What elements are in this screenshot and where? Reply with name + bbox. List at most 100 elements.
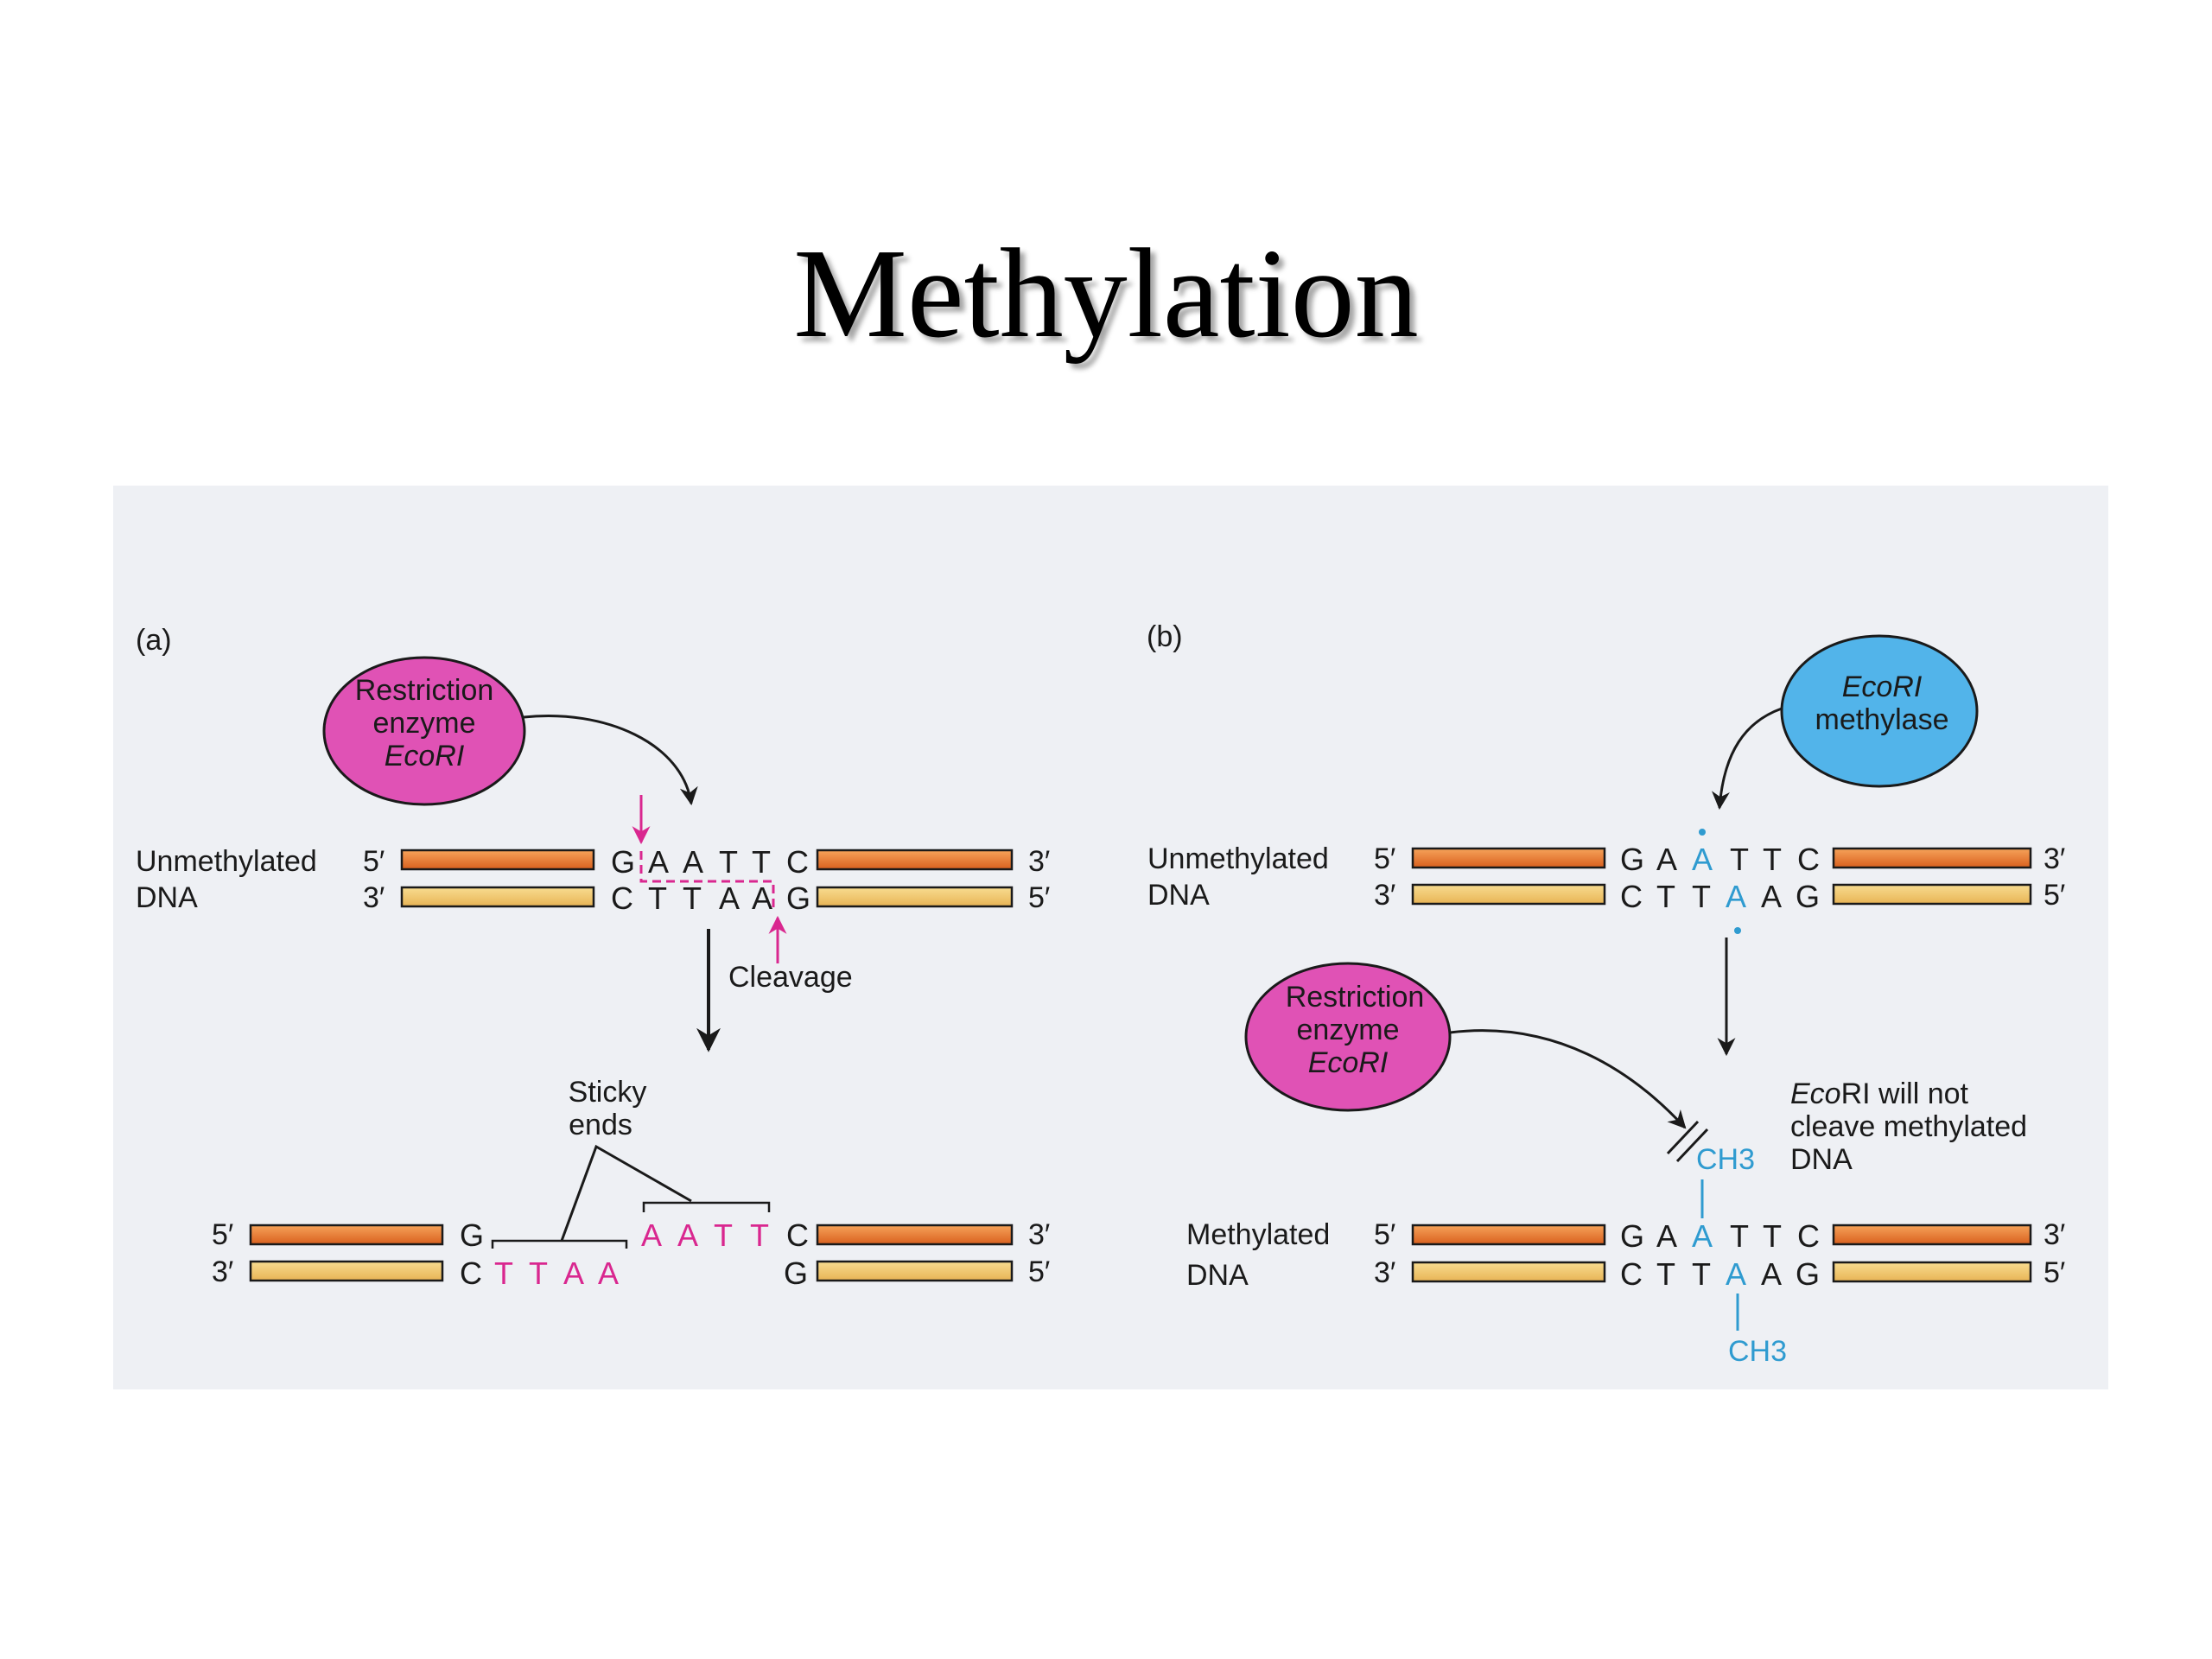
m-top-5prime: 5′ (1374, 1218, 1395, 1251)
cleavage-path (639, 851, 775, 912)
a-top-base-5: T (752, 844, 772, 880)
m-top-base-4: T (1730, 1218, 1750, 1254)
b-top-base-6: C (1797, 842, 1821, 877)
a-bottom-strand-left (400, 886, 595, 908)
a-top-strand-left (400, 849, 595, 871)
b-bottom-base-3: T (1692, 879, 1712, 914)
overhang-top-1: A (641, 1217, 663, 1253)
block-mark-2 (1675, 1128, 1709, 1163)
overhang-top-3: T (714, 1217, 734, 1253)
enzyme-b-arrow (1449, 1029, 1687, 1129)
b-bottom-base-5: A (1761, 879, 1783, 914)
dna-b-label-1: Unmethylated (1147, 842, 1329, 875)
page-title: Methylation (793, 223, 1419, 365)
a-top-3prime: 3′ (1028, 845, 1050, 878)
m-top-strand-right (1832, 1224, 2032, 1246)
prod-top-3prime: 3′ (1028, 1218, 1050, 1251)
m-top-base-2: A (1656, 1218, 1678, 1254)
b-top-strand-left (1411, 847, 1606, 869)
sticky-bracket-right (642, 1201, 771, 1212)
b-top-base-2: A (1656, 842, 1678, 877)
dna-a-label-1: Unmethylated (136, 845, 317, 878)
b-top-base-4: T (1730, 842, 1750, 877)
panel-a-label: (a) (136, 624, 172, 657)
b-top-base-5: T (1763, 842, 1783, 877)
a-bottom-base-4: A (719, 880, 741, 916)
cleavage-label: Cleavage (728, 961, 853, 994)
b-bottom-base-1: C (1620, 879, 1643, 914)
sticky-ends-line1: Sticky (569, 1076, 647, 1109)
a-bottom-5prime: 5′ (1028, 881, 1050, 914)
m-top-strand-left (1411, 1224, 1606, 1246)
m-bottom-base-4: A (1726, 1256, 1747, 1292)
figure-background (113, 486, 2108, 1389)
prod-top-right-base: C (786, 1217, 810, 1253)
a-top-strand-right (816, 849, 1014, 871)
enzyme-b-line3: EcoRI (1308, 1046, 1389, 1079)
sticky-ends-line2: ends (569, 1109, 632, 1141)
prod-bottom-right-base: G (784, 1255, 809, 1291)
m-bottom-base-6: G (1796, 1256, 1821, 1292)
block-mark-1 (1666, 1120, 1700, 1155)
a-bottom-sequence: C T T A A G (611, 880, 810, 916)
b-bottom-base-2: T (1656, 879, 1676, 914)
m-bottom-strand-left (1411, 1261, 1606, 1283)
b-bottom-5prime: 5′ (2044, 879, 2065, 912)
m-bottom-3prime: 3′ (1374, 1256, 1395, 1289)
prod-bottom-left-base: C (460, 1255, 483, 1291)
m-top-base-1: G (1620, 1218, 1645, 1254)
a-top-5prime: 5′ (363, 845, 385, 878)
m-top-sequence: G A A T T C (1620, 1218, 1820, 1254)
sticky-bracket-left (491, 1239, 628, 1249)
methylase-line2: methylase (1815, 703, 1949, 736)
prod-bottom-5prime: 5′ (1028, 1255, 1050, 1288)
m-bottom-base-3: T (1692, 1256, 1712, 1292)
a-top-base-6: C (786, 844, 810, 880)
m-bottom-base-2: T (1656, 1256, 1676, 1292)
overhang-top-2: A (677, 1217, 699, 1253)
prod-bottom-3prime: 3′ (212, 1255, 233, 1288)
a-top-base-3: A (683, 844, 704, 880)
dna-a-label-2: DNA (136, 881, 198, 914)
methylated-label-2: DNA (1186, 1259, 1249, 1292)
b-bottom-3prime: 3′ (1374, 879, 1395, 912)
a-bottom-3prime: 3′ (363, 881, 385, 914)
m-bottom-5prime: 5′ (2044, 1256, 2065, 1289)
b-top-sequence: G A A T T C (1620, 842, 1821, 877)
prod-bottom-strand-left (249, 1260, 444, 1282)
overhang-bottom-3: A (563, 1255, 585, 1291)
prod-top-strand-right (816, 1224, 1014, 1246)
enzyme-a-line2: enzyme (372, 707, 475, 740)
a-bottom-base-1: C (611, 880, 634, 916)
m-top-3prime: 3′ (2044, 1218, 2065, 1251)
b-top-base-3: A (1692, 842, 1713, 877)
methylated-label-1: Methylated (1186, 1218, 1330, 1251)
b-bottom-strand-right (1832, 883, 2032, 906)
a-bottom-strand-right (816, 886, 1014, 908)
restriction-enzyme-b: Restriction enzyme EcoRI (1244, 962, 1452, 1112)
m-top-base-3: A (1692, 1218, 1713, 1254)
enzyme-b-line2: enzyme (1296, 1014, 1399, 1046)
dna-b-label-2: DNA (1147, 879, 1210, 912)
a-bottom-base-3: T (683, 880, 702, 916)
m-top-base-5: T (1763, 1218, 1783, 1254)
methyl-mark-bottom (1734, 927, 1741, 934)
prod-top-left-base: G (460, 1217, 485, 1253)
b-top-3prime: 3′ (2044, 842, 2065, 875)
ch3-top: CH3 (1696, 1143, 1755, 1176)
m-bottom-base-5: A (1761, 1256, 1783, 1292)
note-line1: EcoRI will not (1790, 1077, 1969, 1110)
b-bottom-base-4: A (1726, 879, 1747, 914)
b-bottom-base-6: G (1796, 879, 1821, 914)
methylase-line1: EcoRI (1842, 671, 1923, 703)
ch3-bottom: CH3 (1728, 1335, 1787, 1368)
m-bottom-strand-right (1832, 1261, 2032, 1283)
panel-b: (b) EcoRI methylase Unmethylated DNA 5′ … (1147, 620, 2065, 1368)
prod-top-5prime: 5′ (212, 1218, 233, 1251)
m-bottom-base-1: C (1620, 1256, 1643, 1292)
b-bottom-strand-left (1411, 883, 1606, 906)
overhang-bottom-2: T (529, 1255, 549, 1291)
methylase-arrow (1711, 707, 1783, 810)
overhang-top-4: T (750, 1217, 770, 1253)
m-bottom-sequence: C T T A A G (1620, 1256, 1821, 1292)
